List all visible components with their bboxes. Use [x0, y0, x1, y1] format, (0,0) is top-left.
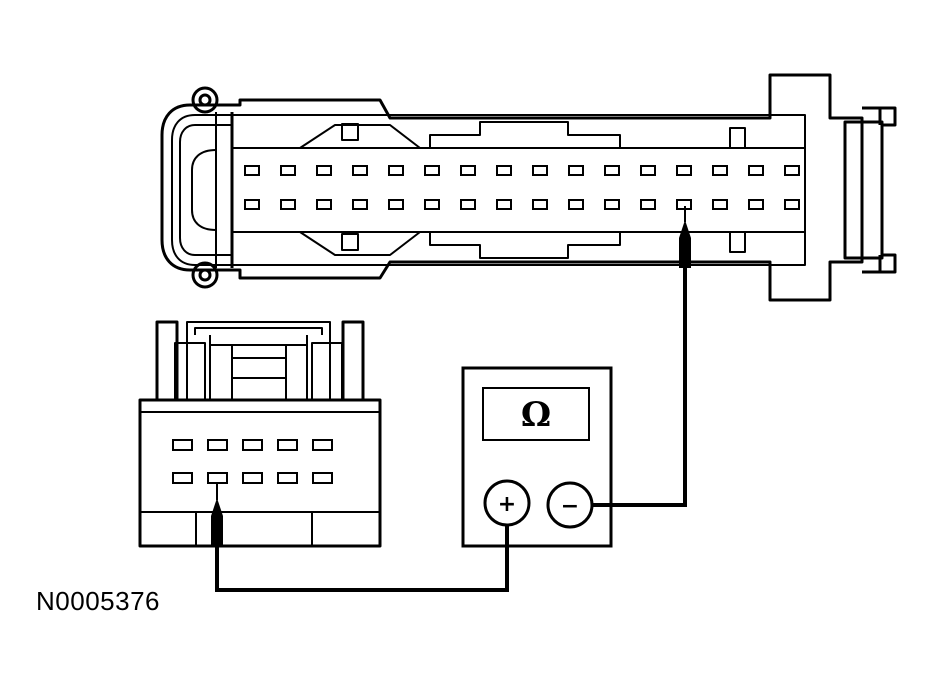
- small-connector-pins: [172, 439, 333, 484]
- positive-terminal-label: +: [498, 492, 516, 517]
- large-connector-pin-row-2: [244, 199, 800, 210]
- ohm-symbol: Ω: [521, 395, 551, 435]
- small-connector: [138, 320, 382, 548]
- negative-test-lead: [592, 265, 687, 507]
- negative-probe-tip: [679, 206, 691, 268]
- negative-terminal-label: −: [561, 494, 579, 519]
- large-connector: [160, 73, 897, 302]
- ohmmeter: Ω + −: [461, 366, 613, 548]
- meter-display: [482, 387, 590, 441]
- large-connector-pin-row-1: [244, 165, 800, 176]
- positive-probe-tip: [211, 483, 223, 545]
- positive-test-lead: [215, 525, 509, 592]
- figure-reference-code: N0005376: [36, 586, 160, 616]
- test-leads: [215, 265, 687, 592]
